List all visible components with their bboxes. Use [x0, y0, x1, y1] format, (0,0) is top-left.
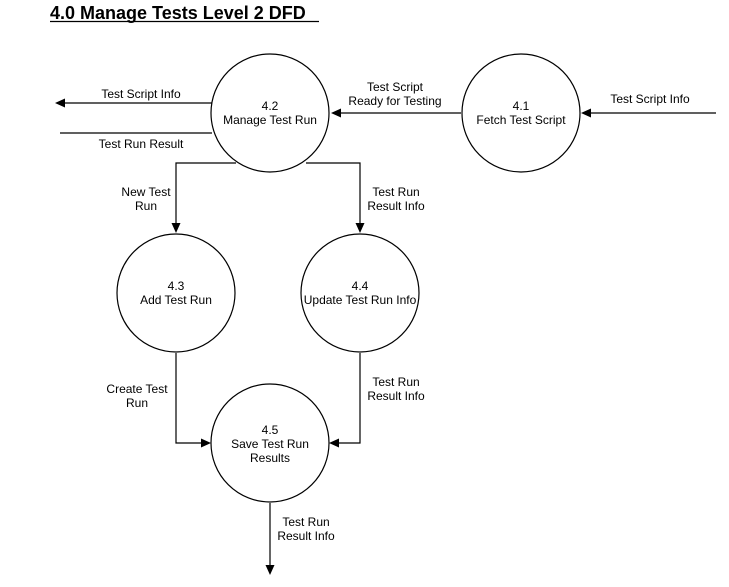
flow-label-new-run-line2: Run: [135, 199, 157, 213]
flow-arrowhead-script-in: [581, 108, 591, 118]
process-4-2-name: Manage Test Run: [223, 113, 317, 127]
process-4-2-number: 4.2: [262, 99, 279, 113]
flow-label-create-run-line2: Run: [126, 396, 148, 410]
flow-label-result-info-b-line1: Test Run: [372, 375, 419, 389]
process-4-4-number: 4.4: [352, 279, 369, 293]
flow-label-run-result: Test Run Result: [99, 137, 184, 151]
process-4-3: 4.3 Add Test Run: [116, 233, 236, 353]
flow-label-result-info-a-line1: Test Run: [372, 185, 419, 199]
process-4-5-number: 4.5: [262, 423, 279, 437]
process-4-1: 4.1 Fetch Test Script: [461, 53, 581, 173]
process-4-4-name: Update Test Run Info: [304, 293, 417, 307]
flow-label-result-info-a-line2: Result Info: [367, 199, 425, 213]
flow-label-script-out: Test Script Info: [101, 87, 181, 101]
process-4-5-circle: [210, 383, 330, 503]
process-4-2: 4.2 Manage Test Run: [210, 53, 330, 173]
process-4-3-circle: [116, 233, 236, 353]
process-4-5-name-line2: Results: [250, 451, 290, 465]
flow-label-result-info-out-line2: Result Info: [277, 529, 335, 543]
flow-arrowhead-result-info-a: [355, 223, 365, 233]
process-4-3-number: 4.3: [168, 279, 185, 293]
flow-arrowhead-create-run: [201, 438, 211, 448]
flow-label-script-ready-line1: Test Script: [367, 80, 424, 94]
process-4-1-circle: [461, 53, 581, 173]
flow-arrowhead-result-info-b: [329, 438, 339, 448]
process-4-5-name-line1: Save Test Run: [231, 437, 309, 451]
flow-line-new-run: [175, 162, 236, 224]
flow-line-result-info-a: [306, 162, 361, 224]
process-4-4-circle: [300, 233, 420, 353]
flow-line-result-info-b: [338, 353, 361, 444]
flow-line-create-run: [175, 353, 202, 444]
flow-label-new-run-line1: New Test: [121, 185, 171, 199]
process-4-1-number: 4.1: [513, 99, 530, 113]
flow-label-script-in: Test Script Info: [610, 92, 690, 106]
flow-label-result-info-out-line1: Test Run: [282, 515, 329, 529]
flow-arrowhead-result-info-out: [265, 565, 275, 575]
process-4-3-name: Add Test Run: [140, 293, 212, 307]
page-title: 4.0 Manage Tests Level 2 DFD: [50, 3, 306, 23]
process-4-5: 4.5 Save Test Run Results: [210, 383, 330, 503]
flow-label-result-info-b-line2: Result Info: [367, 389, 425, 403]
flow-label-create-run-line1: Create Test: [106, 382, 168, 396]
flow-arrowhead-script-ready: [331, 108, 341, 118]
process-4-1-name: Fetch Test Script: [476, 113, 566, 127]
flow-label-script-ready-line2: Ready for Testing: [348, 94, 441, 108]
process-4-2-circle: [210, 53, 330, 173]
process-4-4: 4.4 Update Test Run Info: [300, 233, 420, 353]
flow-arrowhead-script-out: [55, 98, 65, 108]
flow-arrowhead-new-run: [171, 223, 181, 233]
